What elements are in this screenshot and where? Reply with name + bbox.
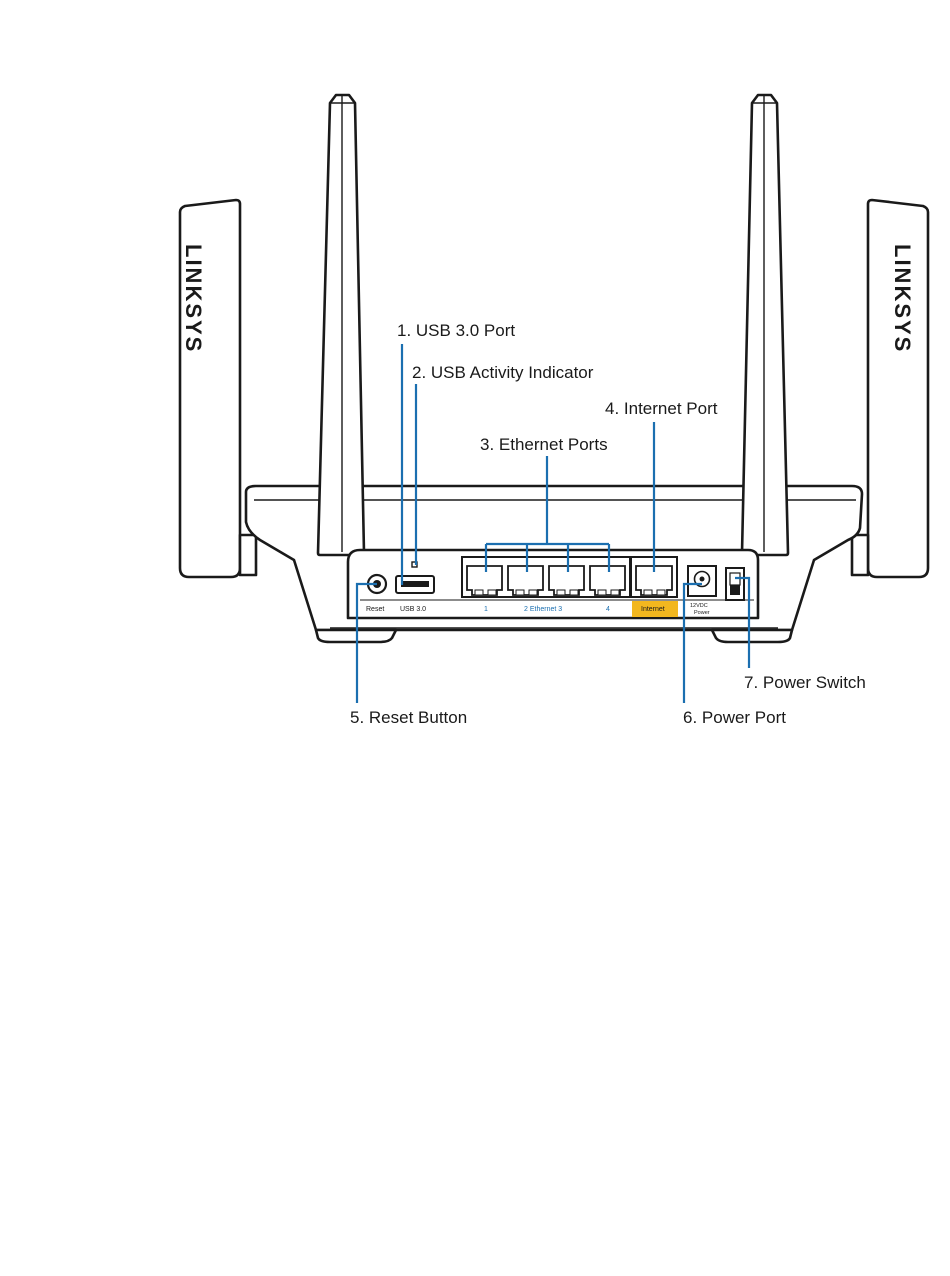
brand-label-right: LINKSYS bbox=[890, 244, 915, 353]
ethernet-port-2 bbox=[508, 566, 543, 595]
power-port bbox=[688, 566, 716, 596]
ethernet-label-1: 1 bbox=[484, 606, 488, 613]
reset-label: Reset bbox=[366, 606, 384, 613]
center-left-antenna bbox=[318, 95, 364, 555]
ethernet-port-1 bbox=[467, 566, 502, 595]
callout-reset-button: 5. Reset Button bbox=[350, 708, 467, 727]
usb-label: USB 3.0 bbox=[400, 606, 426, 613]
ethernet-port-4 bbox=[590, 566, 625, 595]
internet-label: Internet bbox=[641, 606, 665, 613]
callout-internet-port: 4. Internet Port bbox=[605, 399, 718, 418]
center-right-antenna bbox=[742, 95, 788, 555]
callout-power-port: 6. Power Port bbox=[683, 708, 786, 727]
ethernet-port-3 bbox=[549, 566, 584, 595]
left-side-antenna: LINKSYS bbox=[180, 200, 240, 577]
ethernet-label-4: 4 bbox=[606, 606, 610, 613]
callout-usb-activity-indicator: 2. USB Activity Indicator bbox=[412, 363, 594, 382]
callout-power-switch: 7. Power Switch bbox=[744, 673, 866, 692]
right-hinge bbox=[852, 535, 868, 575]
right-foot bbox=[712, 630, 792, 642]
callout-ethernet-ports: 3. Ethernet Ports bbox=[480, 435, 608, 454]
left-hinge bbox=[240, 535, 256, 575]
power-word-label: Power bbox=[694, 610, 710, 616]
power-switch bbox=[726, 568, 744, 600]
right-side-antenna: LINKSYS bbox=[868, 200, 928, 577]
callout-usb-port: 1. USB 3.0 Port bbox=[397, 321, 515, 340]
power-voltage-label: 12VDC bbox=[690, 603, 708, 609]
ethernet-label-mid: 2 Ethernet 3 bbox=[524, 606, 562, 613]
brand-label-left: LINKSYS bbox=[181, 244, 206, 353]
